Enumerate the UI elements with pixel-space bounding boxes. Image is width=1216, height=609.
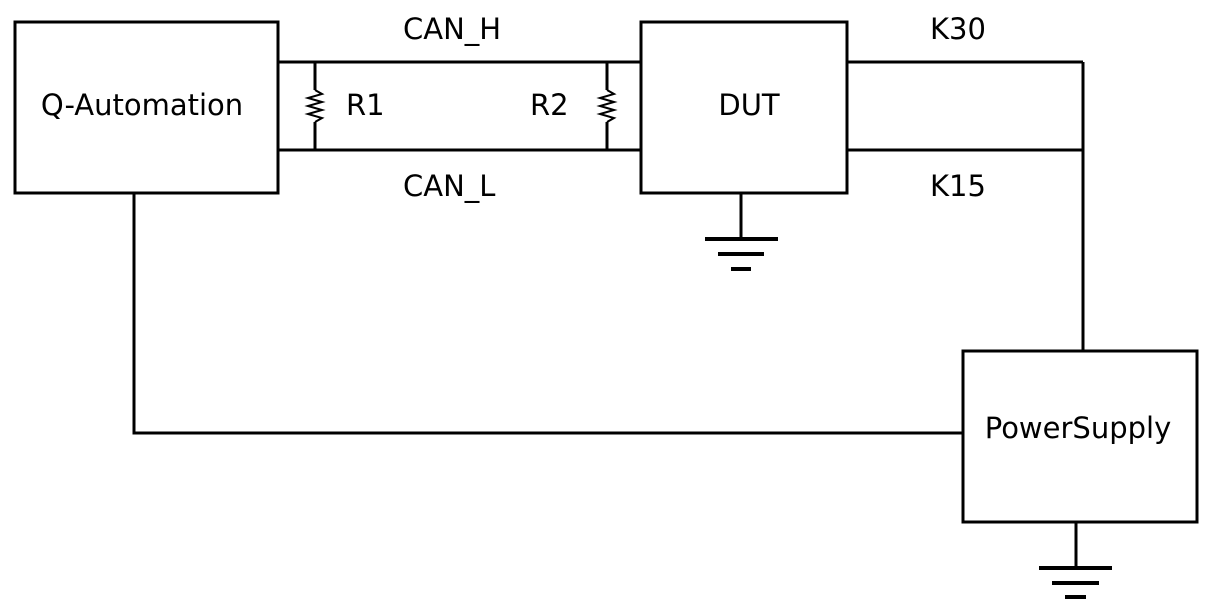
resistor-r2 [596,62,618,150]
power-supply-label: PowerSupply [985,411,1172,445]
q-automation-to-power-supply-wire [132,193,963,435]
q-automation-block [13,20,280,195]
can-h-label: CAN_H [403,12,501,46]
dut-ground-symbol [705,193,778,271]
resistor-r1 [304,62,326,150]
q-automation-label: Q-Automation [41,88,243,122]
k30-label: K30 [930,12,986,46]
dut-label: DUT [718,88,780,122]
resistor-r1-zigzag [304,89,326,123]
power-supply-ground-symbol [1039,522,1112,599]
r1-label: R1 [346,88,385,122]
wires [132,60,1085,435]
power-supply-block [961,349,1199,524]
dut-block [639,20,849,195]
k15-label: K15 [930,169,986,203]
r2-label: R2 [530,88,569,122]
can-l-label: CAN_L [403,169,495,203]
resistor-r2-zigzag [596,89,618,123]
